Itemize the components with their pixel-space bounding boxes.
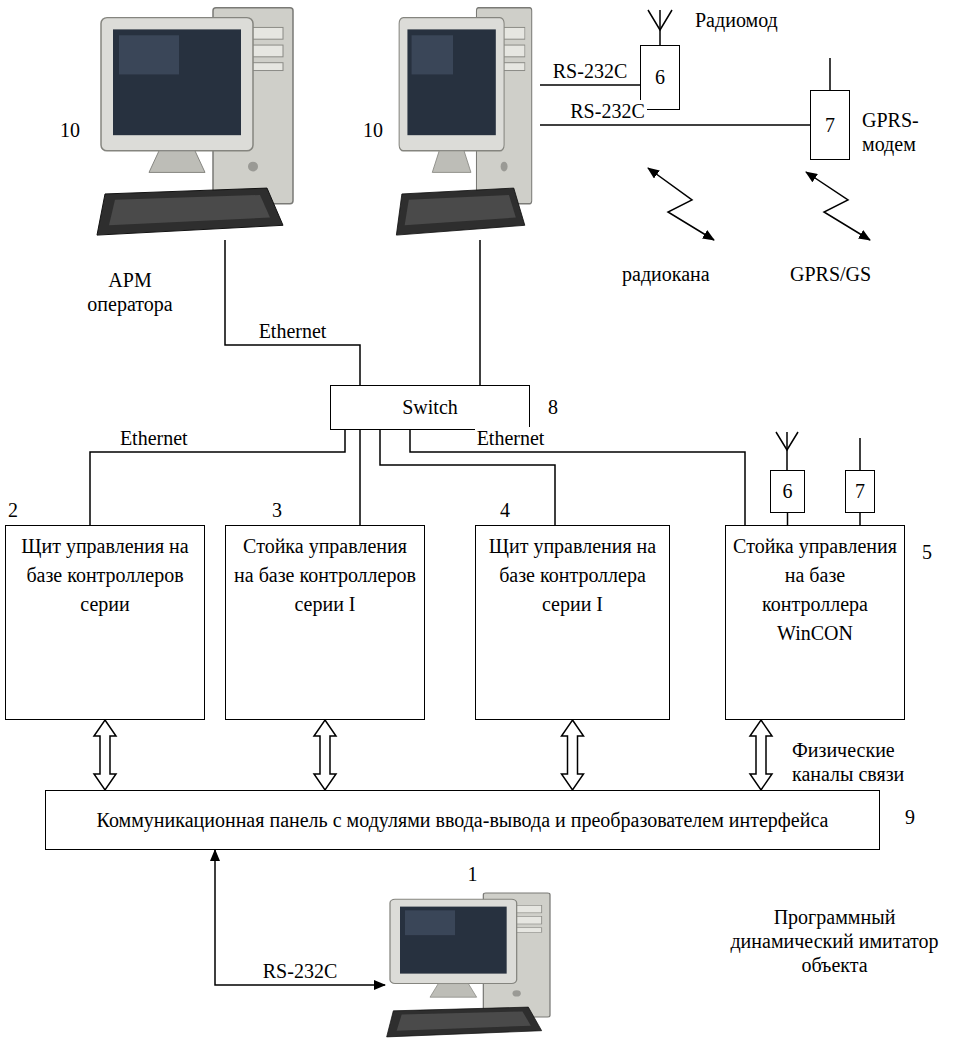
connector-line xyxy=(410,430,745,525)
callout-number: 8 xyxy=(548,395,558,419)
connector-label: Ethernet xyxy=(257,320,329,343)
computer-drawing xyxy=(95,0,305,240)
gprs-modem-box: 7 xyxy=(810,90,850,160)
communication-panel: Коммуникационная панель с модулями ввода… xyxy=(45,790,880,850)
box-text: Стойка управления на базе контроллера Wi… xyxy=(732,532,898,648)
connector-line xyxy=(540,124,810,126)
double-arrow xyxy=(94,720,116,790)
connector-line xyxy=(215,850,385,985)
connector-line xyxy=(225,240,360,385)
radio-modem-box: 6 xyxy=(770,470,805,513)
channel-label: радиокана xyxy=(622,262,710,286)
box-text: Щит управления на базе контроллера серии… xyxy=(482,532,663,619)
box-text: Switch xyxy=(402,393,458,422)
box-text: 6 xyxy=(655,63,665,92)
connector-line xyxy=(540,84,640,86)
callout-number: 4 xyxy=(500,498,510,522)
control-rack-box: Стойка управления на базе контроллеров с… xyxy=(225,525,425,720)
channel-label: GPRS/GS xyxy=(790,262,871,286)
radio-link-zigzag xyxy=(648,168,714,240)
control-rack-box: Стойка управления на базе контроллера Wi… xyxy=(725,525,905,720)
callout-number: 1 xyxy=(385,862,560,886)
gprs-modem-box: 7 xyxy=(845,470,875,513)
gprs-link-zigzag xyxy=(806,172,870,240)
computer-icon: 10 xyxy=(395,0,540,240)
box-text: 6 xyxy=(783,477,793,506)
module-label: GPRS-модем xyxy=(862,108,947,156)
antenna-symbol xyxy=(776,432,798,450)
workstation-label: АРМ оператора xyxy=(80,268,180,316)
connector-label: RS-232C xyxy=(261,960,339,983)
simulator-label: Программный динамический имитатор объект… xyxy=(712,905,957,977)
connector-line xyxy=(479,240,481,385)
switch-box: Switch xyxy=(330,385,530,430)
modem-antenna xyxy=(859,438,861,470)
antenna-mast xyxy=(659,30,661,45)
modem-antenna xyxy=(829,58,831,90)
connector-label: Ethernet xyxy=(118,427,190,450)
computer-icon: 10АРМ оператора xyxy=(95,0,305,240)
double-arrow xyxy=(750,720,772,790)
box-text: Коммуникационная панель с модулями ввода… xyxy=(97,806,829,835)
connector-label: RS-232C xyxy=(568,100,646,123)
box-text: 7 xyxy=(855,477,865,506)
connector-line xyxy=(787,513,789,525)
callout-number: 9 xyxy=(905,805,915,829)
antenna-mast xyxy=(786,450,788,470)
antenna-mast xyxy=(659,10,661,30)
computer-drawing xyxy=(395,0,540,240)
note-label: Физические каналы связи xyxy=(792,738,957,786)
callout-number: 10 xyxy=(355,118,391,142)
control-panel-box: Щит управления на базе контроллеров сери… xyxy=(5,525,205,720)
control-panel-box: Щит управления на базе контроллера серии… xyxy=(475,525,670,720)
computer-drawing xyxy=(385,888,560,1040)
connector-label: Ethernet xyxy=(475,427,547,450)
double-arrow xyxy=(562,720,584,790)
connector-line xyxy=(359,430,361,525)
box-text: Стойка управления на базе контроллеров с… xyxy=(232,532,418,619)
box-text: 7 xyxy=(825,111,835,140)
double-arrow xyxy=(314,720,336,790)
antenna-mast xyxy=(786,432,788,450)
connector-line xyxy=(859,513,861,525)
callout-number: 5 xyxy=(922,540,932,564)
module-label: Радиомод xyxy=(695,8,778,32)
computer-icon: 1 xyxy=(385,862,560,1040)
connector-label: RS-232C xyxy=(551,60,629,83)
callout-number: 2 xyxy=(8,498,18,522)
callout-number: 3 xyxy=(272,498,282,522)
box-text: Щит управления на базе контроллеров сери… xyxy=(12,532,198,619)
antenna-symbol xyxy=(648,10,672,30)
callout-number: 10 xyxy=(50,118,90,142)
